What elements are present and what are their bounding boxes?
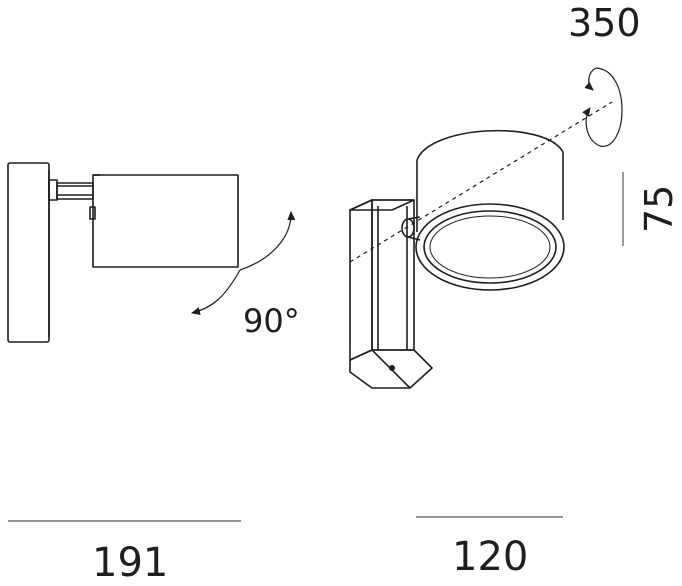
rotation-axis [349, 101, 613, 263]
perspective-view [349, 129, 565, 389]
rotation-label: 350 [568, 1, 641, 45]
tilt-angle-label: 90° [243, 302, 300, 340]
rotation-arrow [582, 67, 623, 147]
wall-plate [7, 162, 50, 343]
height-label: 75 [637, 185, 681, 233]
front-width-label: 120 [452, 534, 528, 580]
swivel-arm [48, 179, 96, 220]
side-width-label: 191 [92, 540, 168, 586]
tilt-arrow [191, 211, 296, 315]
lamp-body-side [92, 174, 239, 268]
side-view [7, 162, 239, 343]
bracket [349, 199, 433, 389]
pivot-stub [401, 216, 421, 241]
lamp-cylinder [415, 129, 565, 291]
